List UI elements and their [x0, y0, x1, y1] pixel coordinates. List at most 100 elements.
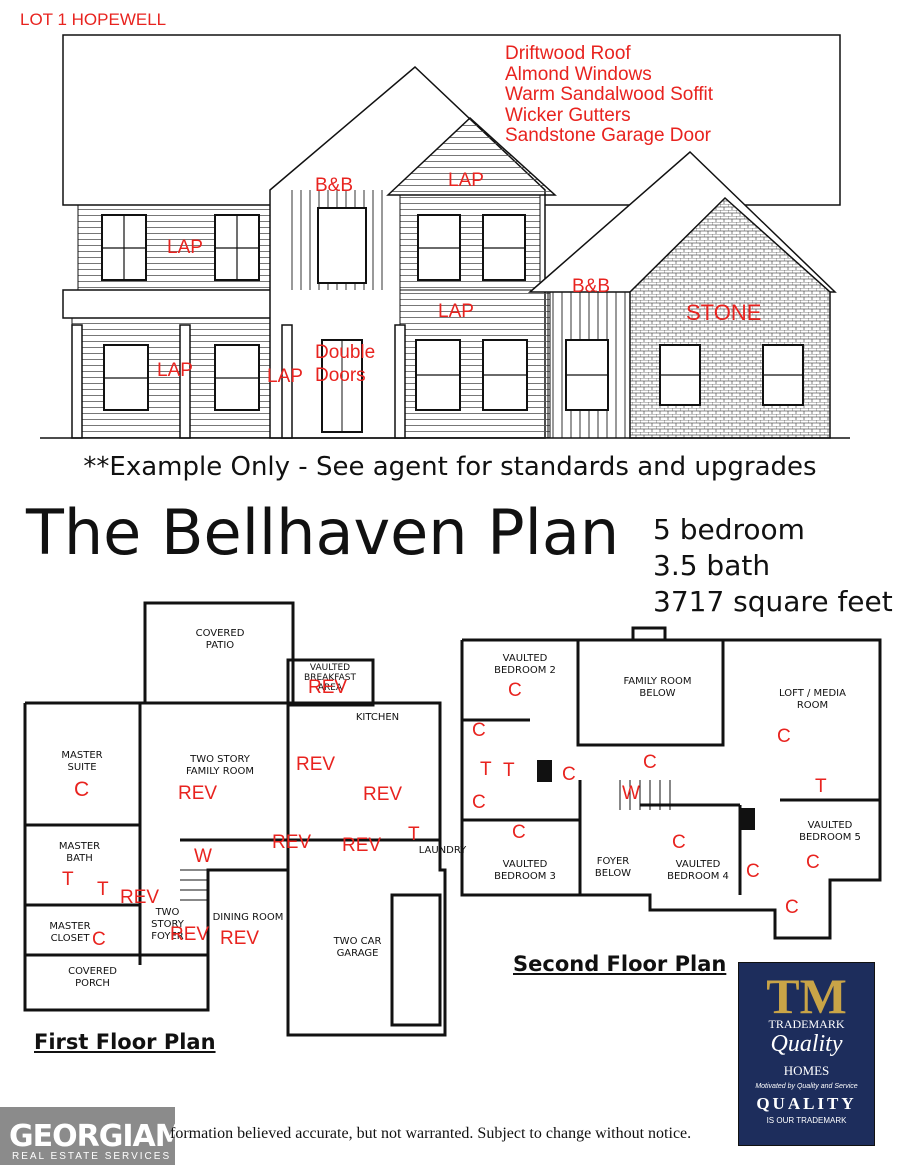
finish-mark: C: [74, 778, 90, 801]
room-covered-patio: COVERED PATIO: [185, 628, 255, 652]
finish-mark: REV: [178, 783, 218, 804]
elev-label-lap: LAP: [267, 366, 303, 387]
logo-text: Motivated by Quality and Service: [755, 1083, 858, 1090]
room-label: LOFT / MEDIA: [779, 688, 846, 699]
room-bedroom-5: VAULTED BEDROOM 5: [790, 820, 870, 844]
finish-mark: T: [480, 759, 492, 780]
finish-mark: C: [746, 861, 760, 882]
room-garage: TWO CAR GARAGE: [325, 936, 390, 960]
room-label: TWO STORY: [190, 754, 250, 765]
logo-monogram: TM: [766, 968, 847, 1024]
room-family-below: FAMILY ROOM BELOW: [615, 676, 700, 700]
logo-text: GEORGIAMLS: [9, 1119, 223, 1154]
room-label: BEDROOM 4: [667, 871, 729, 882]
finish-mark: REV: [308, 677, 348, 698]
finish-mark: C: [806, 852, 820, 873]
room-label: SUITE: [67, 762, 97, 773]
finish-mark: REV: [363, 784, 403, 805]
room-label: BEDROOM 2: [494, 665, 556, 676]
finish-list: Driftwood Roof Almond Windows Warm Sanda…: [505, 43, 714, 147]
room-label: BREAKFAST: [304, 673, 356, 683]
room-label: FAMILY ROOM: [623, 676, 692, 687]
room-label: PORCH: [75, 978, 110, 989]
room-label: ROOM: [796, 700, 829, 711]
room-bedroom-4: VAULTED BEDROOM 4: [658, 859, 738, 883]
plan-specs: 5 bedroom 3.5 bath 3717 square feet: [653, 512, 893, 620]
room-foyer-below: FOYER BELOW: [588, 856, 638, 880]
logo-text: IS OUR TRADEMARK: [766, 1116, 847, 1125]
disclaimer-text: **Example Only - See agent for standards…: [83, 452, 817, 482]
finish-mark: T: [97, 879, 109, 900]
room-label: AREA: [317, 683, 343, 693]
elev-label-lap: LAP: [448, 170, 484, 191]
room-label: VAULTED: [807, 820, 853, 831]
finish-mark: C: [472, 792, 486, 813]
room-label: COVERED: [195, 628, 245, 639]
room-label: VAULTED: [675, 859, 721, 870]
room-label: FOYER: [151, 931, 184, 942]
room-label: MASTER: [61, 750, 103, 761]
room-loft: LOFT / MEDIA ROOM: [775, 688, 850, 712]
second-floor-label: Second Floor Plan: [513, 952, 727, 976]
finish-mark: T: [815, 776, 827, 797]
room-label: CLOSET: [50, 933, 90, 944]
logo-text: HOMES: [783, 1063, 830, 1078]
lot-title: LOT 1 HOPEWELL: [20, 10, 167, 29]
room-label: MASTER: [49, 921, 91, 932]
room-master-bath: MASTER BATH: [52, 841, 107, 865]
room-bedroom-2: VAULTED BEDROOM 2: [490, 653, 560, 677]
room-label: BELOW: [594, 868, 632, 879]
room-dining: DINING ROOM: [212, 912, 284, 923]
finish-mark: C: [777, 726, 791, 747]
elev-label-double: Double: [315, 342, 376, 363]
finish-mark: T: [62, 869, 74, 890]
finish-mark: C: [472, 720, 486, 741]
room-label: TWO CAR: [333, 936, 382, 947]
room-label: FAMILY ROOM: [185, 766, 255, 777]
room-covered-porch: COVERED PORCH: [60, 966, 125, 990]
finish-mark: REV: [120, 887, 160, 908]
room-label: BELOW: [639, 688, 676, 699]
room-label: BATH: [66, 853, 93, 864]
finish-mark: C: [785, 897, 799, 918]
room-label: FOYER: [596, 856, 630, 867]
finish-mark: REV: [342, 835, 382, 856]
room-master-suite: MASTER SUITE: [52, 750, 112, 774]
room-label: VAULTED: [309, 663, 351, 673]
elev-label-lap: LAP: [438, 301, 474, 322]
room-breakfast-area: VAULTED BREAKFAST AREA: [300, 663, 360, 693]
finish-mark: REV: [296, 754, 336, 775]
finish-mark: T: [408, 824, 420, 845]
room-label: MASTER: [58, 841, 101, 852]
spec-baths: 3.5 bath: [653, 549, 771, 582]
finish-mark: REV: [272, 832, 312, 853]
elev-label-bb: B&B: [572, 276, 611, 297]
spec-sqft: 3717 square feet: [653, 585, 893, 618]
finish-mark: C: [512, 822, 526, 843]
room-label: PATIO: [205, 640, 235, 651]
room-label: BEDROOM 3: [494, 871, 556, 882]
room-foyer: TWO STORY FOYER: [145, 907, 190, 943]
logo-text: TRADEMARK: [768, 1017, 845, 1031]
plan-title: The Bellhaven Plan: [26, 496, 620, 569]
logo-text: Quality: [770, 1031, 843, 1057]
room-kitchen: KITCHEN: [355, 712, 400, 723]
elev-label-lap: LAP: [167, 237, 203, 258]
finish-soffit: Warm Sandalwood Soffit: [505, 84, 714, 105]
elev-label-doors: Doors: [315, 365, 366, 386]
finish-mark: T: [503, 760, 515, 781]
footer-note: formation believed accurate, but not war…: [170, 1125, 692, 1142]
finish-mark: REV: [220, 928, 260, 949]
finish-garage-door: Sandstone Garage Door: [505, 125, 711, 146]
finish-mark: C: [672, 832, 686, 853]
finish-windows: Almond Windows: [505, 63, 652, 85]
elev-label-stone: STONE: [686, 300, 762, 325]
finish-mark: REV: [170, 924, 210, 945]
finish-mark: C: [643, 752, 657, 773]
room-bedroom-3: VAULTED BEDROOM 3: [485, 859, 565, 883]
georgia-mls-logo: GEORGIAMLS REAL ESTATE SERVICES: [0, 1107, 223, 1165]
elev-label-bb: B&B: [315, 175, 354, 196]
logo-text: REAL ESTATE SERVICES: [12, 1151, 172, 1162]
